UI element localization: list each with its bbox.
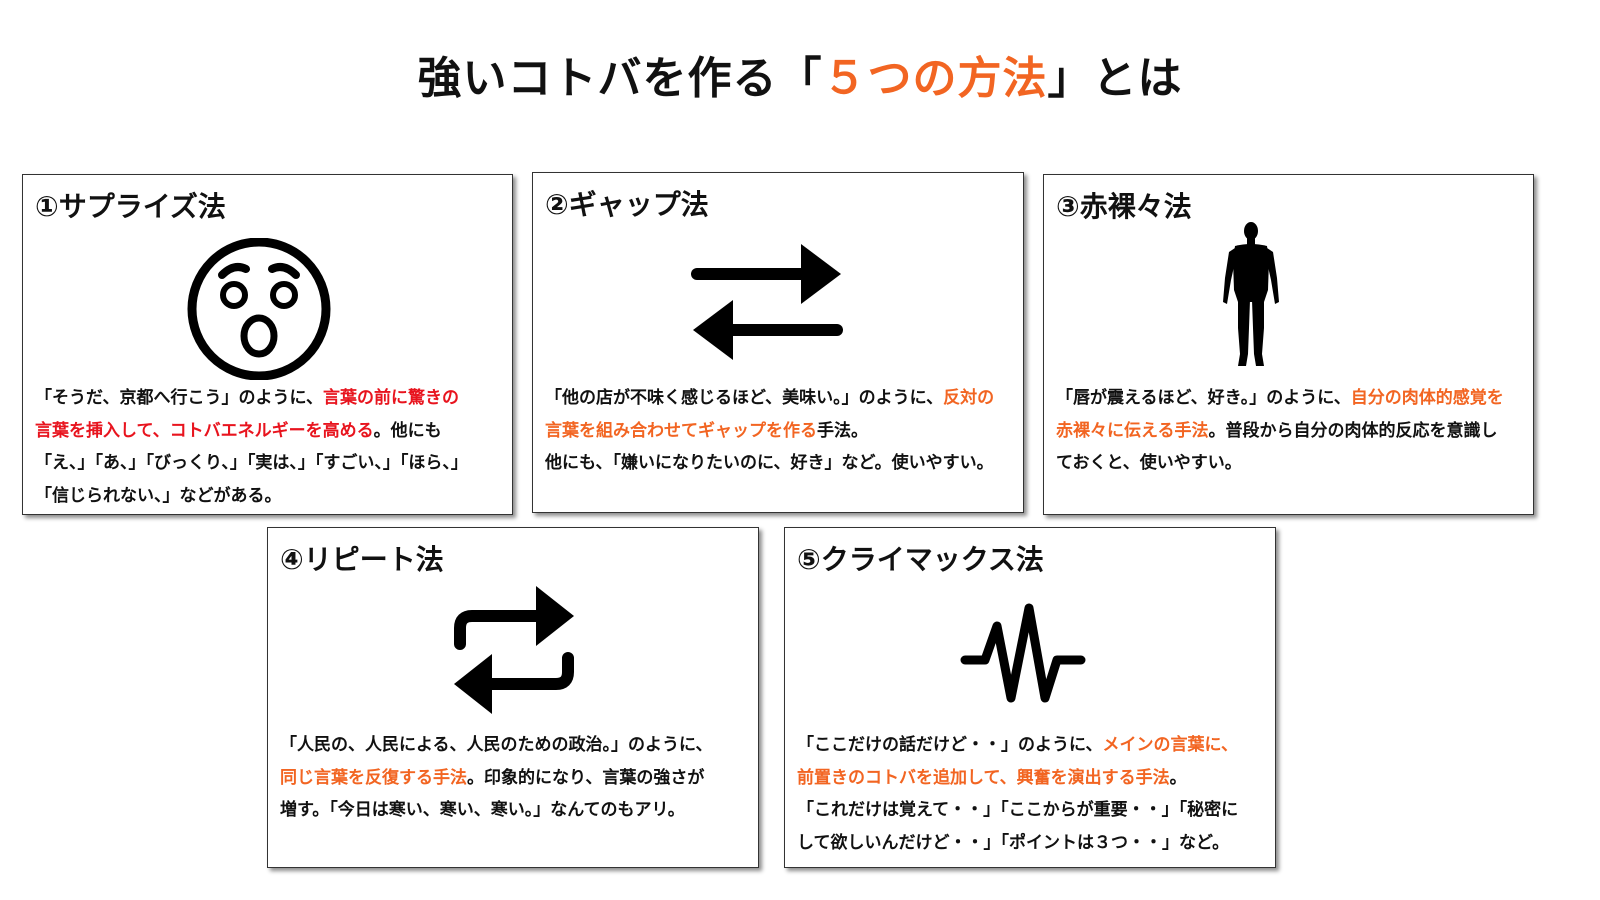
card-climax: ⑤クライマックス法 「ここだけの話だけど・・」のように、メインの言葉に、 前置き… <box>784 527 1276 868</box>
body-text: 「ここだけの話だけど・・」のように、 <box>797 735 1103 755</box>
body-text: 他にも、「嫌いになりたいのに、好き」など。使いやすい。 <box>545 453 994 473</box>
exchange-arrows-icon <box>691 244 843 360</box>
body-text: 。他にも <box>373 420 442 441</box>
body-highlight: メインの言葉に、 <box>1102 735 1239 755</box>
repeat-arrows-icon <box>454 586 574 714</box>
body-text: ておくと、使いやすい。 <box>1056 453 1242 473</box>
body-text: 「信じられない、」などがある。 <box>35 485 282 506</box>
card-title: ⑤クライマックス法 <box>797 543 1044 576</box>
card-body: 「ここだけの話だけど・・」のように、メインの言葉に、 前置きのコトバを追加して、… <box>797 729 1267 859</box>
body-highlight: 同じ言葉を反復する手法 <box>280 767 467 788</box>
body-text: 。印象的になり、言葉の強さが <box>467 767 705 788</box>
title-highlight: ５つの方法 <box>822 53 1048 104</box>
title-text-before: 強いコトバを作る「 <box>417 53 823 104</box>
card-title: ④リピート法 <box>280 543 444 576</box>
body-text: 手法。 <box>817 420 868 441</box>
body-text: 「唇が震えるほど、好き。」のように、 <box>1056 388 1351 408</box>
card-repeat: ④リピート法 「人民の、人民による、人民のための政治。」のように、 同じ言葉を反… <box>267 527 759 868</box>
body-text: 。 <box>1169 767 1187 788</box>
body-text: 「これだけは覚えて・・」「ここからが重要・・」「秘密に <box>797 800 1239 820</box>
card-title: ①サプライズ法 <box>35 190 226 223</box>
body-text: 増す。「今日は寒い、寒い、寒い。」なんてのもアリ。 <box>280 800 685 820</box>
body-text: 「え、」「あ、」「びっくり、」「実は、」「すごい、」「ほら、」 <box>35 453 468 473</box>
body-text: 「人民の、人民による、人民のための政治。」のように、 <box>280 735 713 755</box>
pulse-wave-icon <box>960 603 1086 703</box>
body-highlight: 言葉を挿入して、コトバエネルギーを高める <box>35 420 374 441</box>
card-title: ③赤裸々法 <box>1056 190 1192 223</box>
card-body: 「他の店が不味く感じるほど、美味い。」のように、反対の 言葉を組み合わせてギャッ… <box>545 382 1015 480</box>
title-text-after: 」とは <box>1047 53 1183 104</box>
body-highlight: 言葉の前に驚きの <box>322 388 459 408</box>
body-text: 。普段から自分の肉体的反応を意識し <box>1208 420 1498 441</box>
card-title: ②ギャップ法 <box>545 188 709 221</box>
body-highlight: 自分の肉体的感覚を <box>1350 388 1504 408</box>
card-gap: ②ギャップ法 「他の店が不味く感じるほど、美味い。」のように、反対の 言葉を組み… <box>532 172 1024 513</box>
body-text: して欲しいんだけど・・」「ポイントは３つ・・」など。 <box>797 832 1230 853</box>
card-surprise: ①サプライズ法 「そうだ、京都へ行こう」のように、言葉の前に驚きの 言葉を挿入し… <box>22 174 513 515</box>
body-highlight: 前置きのコトバを追加して、興奮を演出する手法 <box>797 767 1170 788</box>
human-body-icon <box>1223 222 1279 366</box>
card-naked: ③赤裸々法 「唇が震えるほど、好き。」のように、自分の肉体的感覚を 赤裸々に伝え… <box>1043 174 1534 515</box>
body-highlight: 反対の <box>943 388 995 408</box>
body-text: 「そうだ、京都へ行こう」のように、 <box>35 388 323 408</box>
body-text: 「他の店が不味く感じるほど、美味い。」のように、 <box>545 388 944 408</box>
surprised-face-icon <box>187 238 331 380</box>
body-highlight: 言葉を組み合わせてギャップを作る <box>545 420 817 441</box>
page-title: 強いコトバを作る「５つの方法」とは <box>0 42 1600 106</box>
card-body: 「唇が震えるほど、好き。」のように、自分の肉体的感覚を 赤裸々に伝える手法。普段… <box>1056 382 1525 480</box>
card-body: 「人民の、人民による、人民のための政治。」のように、 同じ言葉を反復する手法。印… <box>280 729 750 827</box>
card-body: 「そうだ、京都へ行こう」のように、言葉の前に驚きの 言葉を挿入して、コトバエネル… <box>35 382 504 512</box>
body-highlight: 赤裸々に伝える手法 <box>1056 420 1209 441</box>
